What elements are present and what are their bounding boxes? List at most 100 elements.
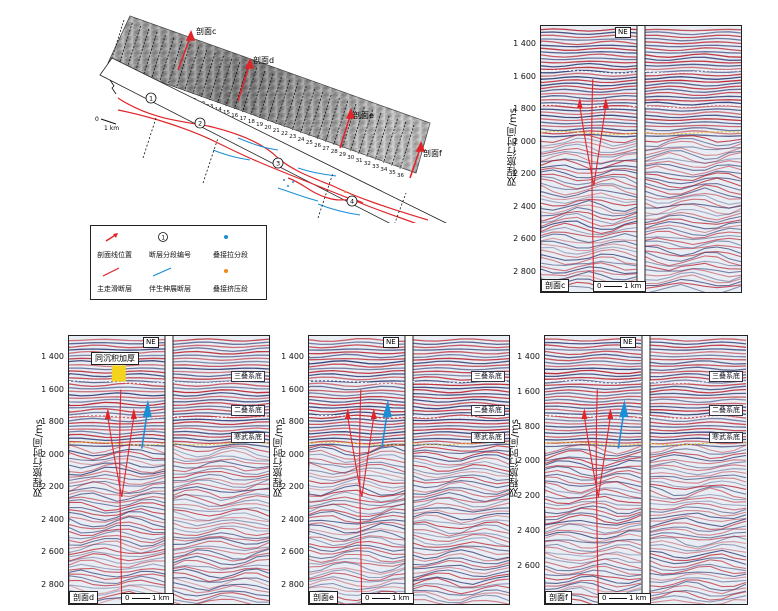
y-tick-label: 2 400	[281, 514, 304, 524]
y-tick-label: 1 400	[517, 352, 540, 361]
section-caption: 剖面c	[541, 279, 570, 292]
track-number: 30	[347, 155, 354, 161]
seismic-image	[545, 336, 747, 604]
y-tick-label: 2 400	[41, 514, 64, 524]
y-tick-label: 2 200	[281, 482, 304, 491]
scale-bar: 0 1 km	[598, 593, 651, 604]
extension-arrow	[141, 399, 152, 449]
stratum-label: 二叠系底	[709, 405, 743, 417]
stratum-label: 寒武系底	[709, 432, 743, 444]
y-tick-label: 1 400	[281, 352, 304, 361]
track-line	[209, 55, 224, 101]
track-line	[233, 64, 249, 110]
map-scale: 0 1 km	[95, 116, 119, 132]
extension-arrow	[381, 399, 392, 449]
section-arrows	[177, 30, 426, 179]
fault-lines	[579, 79, 607, 292]
north-arrow	[109, 79, 117, 95]
legend-label-segment: 断层分段编号	[149, 251, 191, 259]
track-number: 28	[331, 149, 338, 155]
scale-zero: 0	[602, 594, 607, 602]
track-line	[250, 70, 266, 116]
y-tick-label: 1 800	[281, 417, 304, 426]
track-line	[192, 49, 208, 95]
stratum-label: 二叠系底	[231, 405, 265, 417]
ne-direction-label: NE	[620, 337, 636, 348]
track-number: 19	[256, 122, 263, 128]
segment-numbers: 12345	[145, 92, 438, 248]
scale-zero: 0	[597, 282, 602, 290]
track-line	[366, 112, 382, 158]
scale-bar: 0 1 km	[593, 281, 646, 292]
y-tick-label: 1 600	[41, 384, 64, 394]
seismic-image	[541, 26, 741, 292]
track-number: 36	[397, 173, 404, 179]
stratum-label: 寒武系底	[231, 432, 265, 444]
track-line	[291, 85, 307, 131]
thickening-zone	[111, 365, 126, 382]
segment-circle	[194, 117, 206, 129]
map-label-c: 剖面c	[196, 26, 216, 36]
y-tick-label: 1 400	[513, 39, 536, 48]
fault-arrows	[576, 97, 609, 109]
track-number: 23	[289, 134, 296, 140]
y-tick-label: 1 800	[513, 104, 536, 113]
fault-lines	[583, 389, 611, 604]
seismic-image	[69, 336, 269, 604]
extension-arrow	[617, 399, 629, 449]
seismic-image	[309, 336, 509, 604]
legend-label-pullapart: 叠接拉分段	[213, 251, 248, 259]
track-number: 24	[298, 137, 305, 143]
ne-direction-label: NE	[383, 337, 399, 348]
legend-label-extension: 伴生伸展断层	[149, 285, 191, 293]
stratum-label: 三叠系底	[471, 370, 505, 382]
scale-unit: 1 km	[391, 594, 410, 602]
track-lines	[109, 19, 415, 170]
track-line	[283, 82, 299, 128]
orange-dot-icon	[224, 269, 228, 273]
section-caption: 剖面f	[545, 591, 572, 604]
track-number: 21	[273, 128, 280, 134]
stratum-label: 寒武系底	[471, 432, 505, 444]
track-line	[333, 100, 349, 146]
legend-label-main-fault: 主走滑断层	[97, 285, 132, 293]
svg-text:0: 0	[95, 116, 99, 123]
track-line	[159, 37, 175, 83]
svg-text:1: 1	[161, 235, 165, 242]
track-line	[109, 19, 125, 65]
fault-arrows	[581, 408, 614, 420]
track-line	[399, 124, 415, 170]
segment-number: 2	[198, 120, 202, 128]
scale-bar: 0 1 km	[121, 593, 174, 604]
track-number: 15	[223, 110, 230, 116]
track-line	[300, 88, 315, 134]
y-tick-label: 1 400	[41, 352, 64, 361]
section-caption: 剖面e	[309, 591, 338, 604]
track-line	[151, 34, 166, 80]
ne-direction-label: NE	[143, 337, 159, 348]
track-number: 16	[231, 113, 238, 119]
scale-unit: 1 km	[151, 594, 170, 602]
y-tick-label: 1 800	[517, 421, 540, 431]
track-line	[275, 79, 291, 125]
track-line	[134, 28, 150, 74]
y-tick-label: 2 600	[513, 234, 536, 243]
y-tick-label: 2 000	[281, 449, 304, 459]
segment-number: 1	[149, 95, 153, 103]
track-number: 20	[264, 125, 271, 131]
track-line	[184, 46, 199, 92]
scale-bar-line	[603, 285, 622, 287]
stratum-label: 三叠系底	[231, 370, 265, 382]
track-number: 18	[248, 119, 255, 125]
annotation-label: 同沉积加厚	[91, 352, 139, 365]
map-label-f: 剖面f	[423, 148, 442, 158]
legend: 1 剖面线位置 断层分段编号 叠接拉分段 主走滑断层 伴生伸展断层 叠接挤压段	[90, 225, 267, 300]
y-tick-label: 2 200	[513, 169, 536, 178]
track-number: 27	[322, 146, 329, 152]
y-tick-label: 2 800	[281, 579, 304, 589]
track-line	[200, 52, 216, 98]
y-tick-label: 2 000	[517, 456, 540, 466]
track-number: 14	[215, 107, 222, 113]
track-line	[167, 40, 183, 86]
